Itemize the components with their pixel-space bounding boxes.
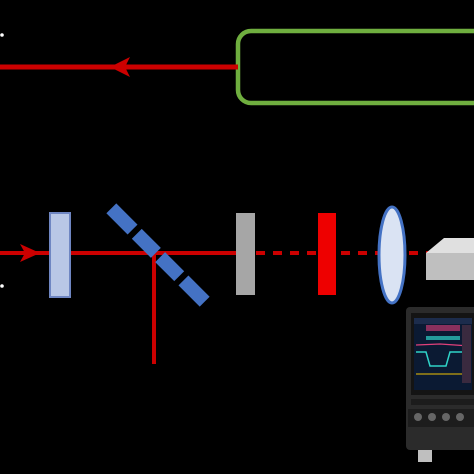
beam-splitter-segment [106, 203, 138, 235]
oscilloscope-knob [428, 413, 436, 421]
red-filter-plate [318, 213, 336, 295]
detector-prism-icon [426, 238, 474, 280]
oscilloscope-side-panel [462, 325, 471, 383]
focusing-lens-icon [377, 205, 407, 305]
oscilloscope-band-mid [426, 336, 460, 340]
prism-front-face [426, 253, 474, 280]
oscilloscope-foot [418, 450, 432, 462]
oscilloscope-header-bar [414, 318, 472, 324]
beam-endpoint-marker [0, 33, 4, 37]
beam-endpoint-marker [0, 284, 4, 288]
oscilloscope-icon [406, 307, 474, 462]
arrow-right-icon [20, 244, 40, 262]
oscilloscope-trace-cyan [416, 351, 470, 367]
glass-window-plate [49, 212, 71, 298]
prism-top-face [426, 238, 474, 253]
oscilloscope-knob-panel [408, 409, 474, 427]
oscilloscope-control-strip [411, 399, 474, 405]
oscilloscope-knob [456, 413, 464, 421]
oscilloscope-knob [442, 413, 450, 421]
oscilloscope-trace-magenta [415, 343, 471, 347]
beam-splitter-icon [106, 203, 210, 307]
beam-splitter-segment [131, 228, 161, 258]
beam-splitter-segment [178, 275, 210, 307]
oscilloscope-band-top [426, 325, 460, 331]
beam-splitter-segment [155, 252, 185, 282]
oscilloscope-knob [414, 413, 422, 421]
laser-source-box [235, 28, 474, 106]
arrow-left-icon [110, 57, 130, 77]
sample-plate [236, 213, 255, 295]
